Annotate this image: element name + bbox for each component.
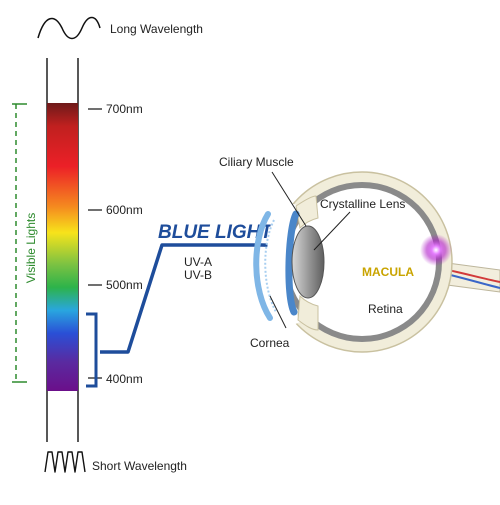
wavelength-scale: 700nm 600nm 500nm 400nm	[88, 102, 143, 386]
tick-label: 400nm	[106, 372, 143, 386]
visible-lights-bracket	[12, 103, 27, 383]
visible-lights-label: Visible Lights	[24, 213, 38, 284]
long-wave-icon	[37, 16, 101, 40]
tick-label: 500nm	[106, 278, 143, 292]
uv-a-label: UV-A	[184, 255, 212, 269]
macula-label: MACULA	[362, 265, 414, 279]
blue-light-label: BLUE LIGHT	[158, 222, 273, 243]
crystalline-lens-label: Crystalline Lens	[320, 197, 405, 211]
short-wavelength-label: Short Wavelength	[92, 459, 187, 473]
tick-label: 600nm	[106, 203, 143, 217]
ciliary-muscle-label: Ciliary Muscle	[219, 155, 294, 169]
uv-b-label: UV-B	[184, 268, 212, 282]
crystalline-lens-leader	[313, 211, 351, 251]
retina-label: Retina	[368, 302, 403, 316]
cornea-leader	[269, 295, 287, 329]
ciliary-muscle-leader	[271, 171, 307, 227]
visible-spectrum-bar	[47, 103, 78, 391]
short-wave-icon	[44, 451, 86, 473]
cornea-label: Cornea	[250, 336, 290, 350]
eye-illustration	[253, 171, 500, 353]
blue-light-bracket	[86, 312, 98, 388]
long-wavelength-label: Long Wavelength	[110, 22, 203, 36]
tick-label: 700nm	[106, 102, 143, 116]
